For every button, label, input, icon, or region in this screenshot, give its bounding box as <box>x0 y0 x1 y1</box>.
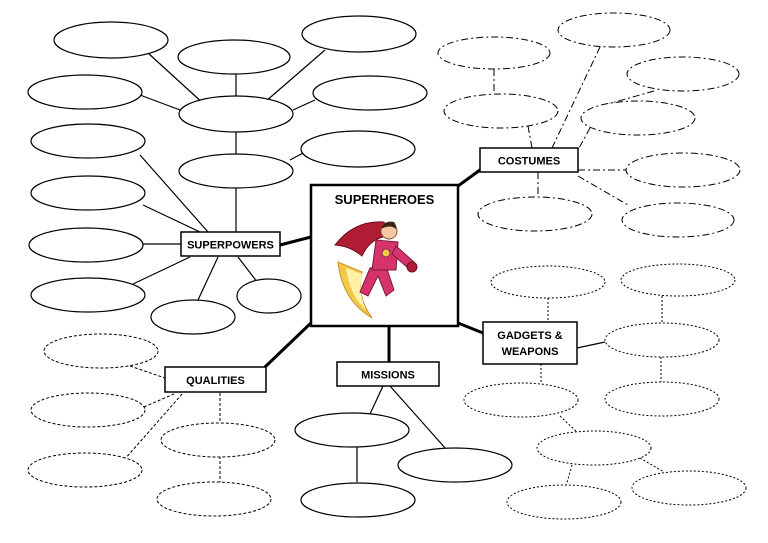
qualities-bubble[interactable] <box>43 333 159 369</box>
gadgets-bubble[interactable] <box>604 381 720 417</box>
superpowers-bubble[interactable] <box>312 75 428 111</box>
gadgets-label-line2: WEAPONS <box>502 346 559 358</box>
gadgets-bubble[interactable] <box>631 470 747 506</box>
branch-costumes[interactable]: COSTUMES <box>479 147 579 173</box>
gadgets-bubble[interactable] <box>604 322 720 358</box>
superpowers-label: SUPERPOWERS <box>187 240 274 252</box>
superpowers-bubble[interactable] <box>30 277 146 313</box>
superpowers-bubble[interactable] <box>300 130 416 168</box>
costumes-label: COSTUMES <box>498 156 560 168</box>
superpowers-box <box>180 231 281 257</box>
missions-connectors <box>356 385 447 482</box>
costumes-bubble[interactable] <box>443 93 559 129</box>
costumes-bubble[interactable] <box>621 202 735 238</box>
costumes-bubble[interactable] <box>557 12 671 48</box>
chest-emblem <box>381 248 391 258</box>
qualities-connectors <box>123 365 221 482</box>
gadgets-bubble[interactable] <box>463 382 579 418</box>
gadgets-bubble[interactable] <box>490 265 606 299</box>
cape <box>334 221 389 257</box>
missions-bubble[interactable] <box>294 412 410 448</box>
superpowers-bubbles <box>27 15 428 335</box>
gadgets-connectors <box>540 296 665 487</box>
superpowers-bubble[interactable] <box>301 15 417 53</box>
superpowers-bubble[interactable] <box>178 95 294 133</box>
costumes-bubble[interactable] <box>477 196 593 232</box>
branch-superpowers[interactable]: SUPERPOWERS <box>180 231 281 257</box>
superhero-illustration <box>334 221 418 319</box>
gadgets-label-line1: GADGETS & <box>497 330 562 342</box>
missions-bubble[interactable] <box>397 447 513 483</box>
superpowers-bubble[interactable] <box>27 74 143 110</box>
qualities-bubble[interactable] <box>30 392 146 428</box>
gadgets-bubble[interactable] <box>506 484 622 520</box>
superpowers-bubble[interactable] <box>28 227 144 263</box>
costumes-bubble[interactable] <box>626 56 740 92</box>
superpowers-bubble[interactable] <box>178 153 294 189</box>
qualities-bubble[interactable] <box>27 452 143 488</box>
branch-gadgets-weapons[interactable]: GADGETS & WEAPONS <box>482 321 578 365</box>
costumes-connectors <box>493 46 655 206</box>
missions-box <box>336 361 440 387</box>
center-title: SUPERHEROES <box>335 192 435 207</box>
costumes-bubble[interactable] <box>625 152 741 188</box>
main-connectors <box>263 168 485 369</box>
costumes-bubble[interactable] <box>437 36 551 70</box>
superpowers-bubble[interactable] <box>150 299 236 335</box>
missions-bubble[interactable] <box>300 482 416 518</box>
costumes-bubbles <box>437 12 741 238</box>
superpowers-bubble[interactable] <box>30 175 146 211</box>
qualities-bubble[interactable] <box>160 422 276 458</box>
fist <box>406 261 418 273</box>
branch-qualities[interactable]: QUALITIES <box>164 366 267 393</box>
superpowers-bubble[interactable] <box>236 278 302 314</box>
center-node[interactable]: SUPERHEROES <box>309 183 460 328</box>
qualities-bubbles <box>27 333 276 517</box>
superpowers-connectors <box>132 49 326 301</box>
gadgets-bubbles <box>463 263 747 520</box>
gadgets-bubble[interactable] <box>536 430 652 466</box>
costumes-box <box>479 147 579 173</box>
superpowers-bubble[interactable] <box>53 21 169 59</box>
hair <box>381 221 397 229</box>
qualities-bubble[interactable] <box>156 481 272 517</box>
costumes-bubble[interactable] <box>580 100 696 136</box>
superpowers-bubble[interactable] <box>177 39 291 75</box>
missions-label: MISSIONS <box>361 370 415 382</box>
qualities-box <box>164 366 267 393</box>
qualities-label: QUALITIES <box>186 375 245 387</box>
gadgets-bubble[interactable] <box>620 263 736 297</box>
gadgets-side-connector <box>576 341 606 349</box>
gadgets-box <box>482 321 578 365</box>
speed-flame-inner <box>346 268 366 310</box>
superpowers-bubble[interactable] <box>30 123 146 159</box>
branch-missions[interactable]: MISSIONS <box>336 361 440 387</box>
missions-bubbles <box>294 412 513 518</box>
